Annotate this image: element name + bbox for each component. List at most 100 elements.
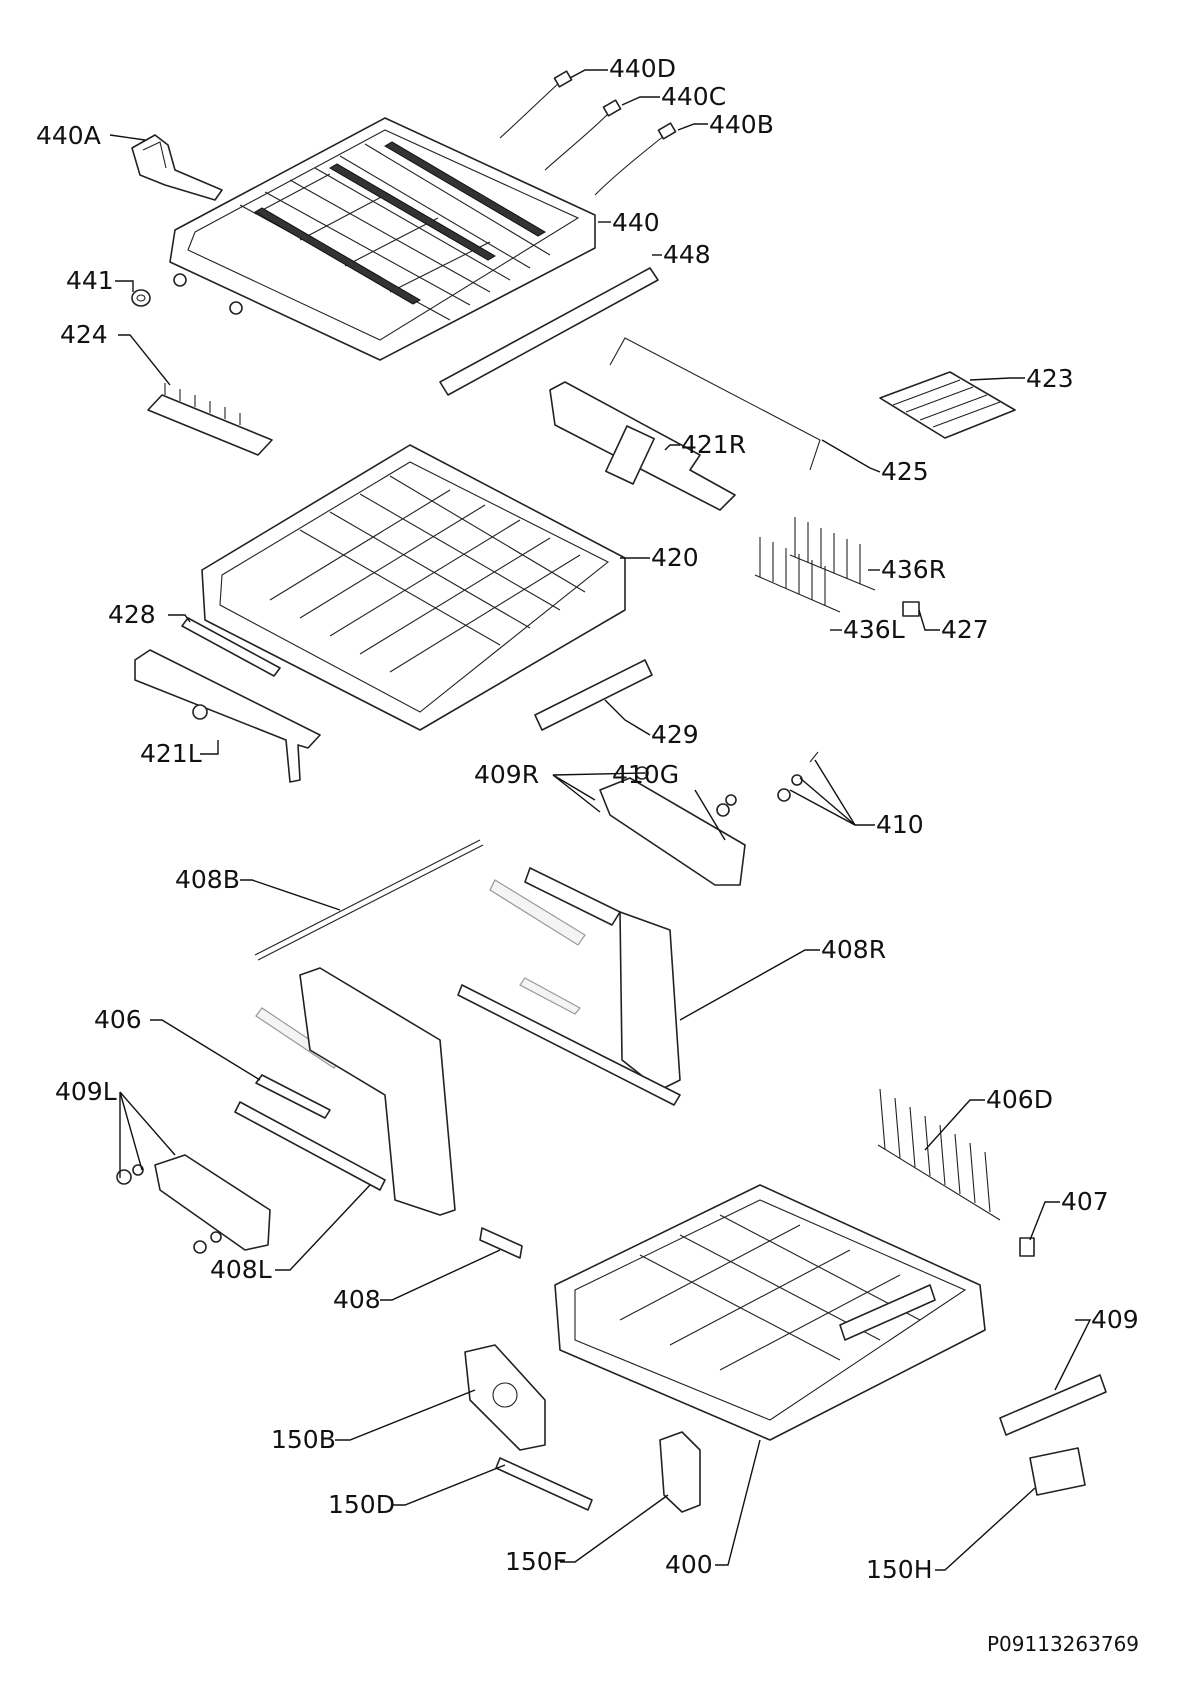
label-150D: 150D	[328, 1490, 395, 1519]
label-150F: 150F	[505, 1547, 567, 1576]
label-420: 420	[651, 543, 699, 572]
part-406-slide	[255, 1074, 331, 1119]
part-440B-hook	[594, 122, 677, 196]
leader-441	[115, 280, 134, 292]
leader-150F	[560, 1494, 669, 1563]
part-409R-hinge	[599, 766, 746, 886]
part-429-handle	[534, 659, 653, 731]
label-406: 406	[94, 1005, 142, 1034]
part-150B-wheel-holder	[464, 1344, 546, 1451]
document-code: P09113263769	[987, 1632, 1139, 1656]
part-400-lower-basket	[554, 1184, 986, 1441]
label-407: 407	[1061, 1187, 1109, 1216]
leader-440D	[569, 69, 608, 79]
leader-423	[969, 377, 1025, 381]
part-440D-hook	[499, 70, 573, 139]
leader-409R-b	[552, 772, 646, 776]
part-150D-rail	[495, 1457, 593, 1511]
leader-425	[821, 439, 881, 473]
leader-150B	[335, 1389, 476, 1441]
part-410-screws	[777, 751, 819, 802]
part-436L-tines	[754, 537, 841, 613]
leader-428	[168, 614, 191, 623]
leader-400	[715, 1439, 761, 1566]
leader-424	[118, 334, 171, 386]
part-428-bar	[181, 617, 281, 677]
leader-lines	[109, 69, 1092, 1571]
leader-406D	[924, 1099, 985, 1151]
part-150F-holder	[659, 1431, 701, 1513]
leader-410G	[694, 789, 726, 841]
label-409R: 409R	[474, 760, 539, 789]
label-423: 423	[1026, 364, 1074, 393]
leader-409L-c	[119, 1091, 176, 1156]
label-400: 400	[665, 1550, 713, 1579]
label-150B: 150B	[271, 1425, 336, 1454]
part-labels: 440D 440C 440B 440A 440 448 441 424 423 …	[36, 54, 1139, 1584]
label-410G: 410G	[612, 760, 679, 789]
part-436R-tines	[789, 517, 876, 591]
part-440-cutlery-tray	[169, 117, 596, 361]
label-440D: 440D	[609, 54, 676, 83]
leader-408L	[275, 1184, 371, 1271]
leader-440B	[677, 123, 708, 131]
leader-409L-b	[119, 1091, 143, 1171]
leader-407	[1029, 1201, 1060, 1241]
leader-150D	[392, 1464, 506, 1506]
label-421L: 421L	[140, 739, 202, 768]
label-440C: 440C	[661, 82, 726, 111]
part-409-handle	[999, 1374, 1107, 1436]
part-441-nut	[131, 289, 151, 307]
leader-408	[380, 1249, 501, 1301]
label-408R: 408R	[821, 935, 886, 964]
label-409L: 409L	[55, 1077, 117, 1106]
part-420-upper-basket	[201, 444, 626, 731]
part-407-clip	[1019, 1237, 1035, 1257]
label-436L: 436L	[843, 615, 905, 644]
part-408-end-cap	[479, 1227, 523, 1259]
leader-409R-c	[552, 774, 601, 813]
leader-421L	[200, 740, 219, 755]
label-440A: 440A	[36, 121, 101, 150]
label-408L: 408L	[210, 1255, 272, 1284]
part-421L-adjuster	[134, 649, 321, 783]
part-425-wire-rod	[609, 337, 821, 471]
label-441: 441	[66, 266, 114, 295]
leader-410	[789, 789, 875, 826]
label-428: 428	[108, 600, 156, 629]
label-409: 409	[1091, 1305, 1139, 1334]
leader-429	[604, 699, 651, 736]
part-424-wheel-carrier	[147, 383, 273, 456]
leader-409	[1054, 1319, 1092, 1391]
leader-409R	[552, 774, 596, 801]
leader-408R	[679, 949, 820, 1021]
leader-406	[150, 1019, 261, 1081]
label-440B: 440B	[709, 110, 774, 139]
label-406D: 406D	[986, 1085, 1053, 1114]
leader-440C	[621, 96, 660, 106]
part-408R-lift	[457, 867, 681, 1106]
leader-421R	[664, 444, 680, 451]
label-424: 424	[60, 320, 108, 349]
part-440C-hook	[544, 99, 622, 171]
part-409L-hinge	[116, 1154, 271, 1254]
label-436R: 436R	[881, 555, 946, 584]
part-150H-bracket	[1029, 1447, 1086, 1496]
label-410: 410	[876, 810, 924, 839]
label-150H: 150H	[866, 1555, 933, 1584]
leader-150H	[935, 1487, 1036, 1571]
label-421R: 421R	[681, 430, 746, 459]
part-408L-lift	[234, 967, 456, 1216]
leader-410-c	[814, 759, 856, 826]
part-423-small-rack	[879, 371, 1016, 439]
label-408B: 408B	[175, 865, 240, 894]
leader-410-b	[799, 777, 856, 826]
label-440: 440	[612, 208, 660, 237]
leader-408B	[240, 879, 341, 911]
label-429: 429	[651, 720, 699, 749]
label-427: 427	[941, 615, 989, 644]
label-448: 448	[663, 240, 711, 269]
part-406D-tines	[877, 1088, 1001, 1221]
leader-427	[918, 609, 940, 631]
